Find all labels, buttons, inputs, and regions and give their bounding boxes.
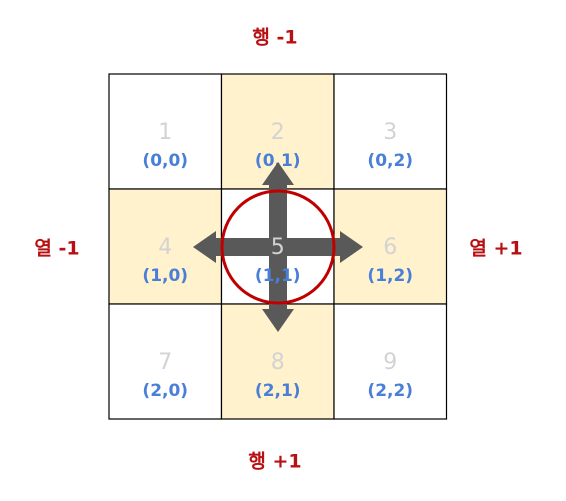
cell-coord-5: (1,1): [255, 266, 301, 286]
cell-coord-7: (2,0): [142, 381, 188, 401]
center-cell-text: 5 (1,1): [255, 235, 301, 286]
col-plus-label: 열 +1: [469, 237, 523, 260]
cell-number-5: 5: [271, 235, 285, 260]
arrow-down-icon: [262, 247, 294, 332]
row-plus-label: 행 +1: [248, 450, 302, 473]
cell-number-8: 8: [271, 350, 285, 375]
cell-coord-8: (2,1): [255, 381, 301, 401]
grid-cell-9: [333, 303, 448, 420]
cell-coord-3: (0,2): [367, 151, 413, 171]
cell-number-2: 2: [271, 120, 285, 145]
center-circle: [220, 189, 336, 305]
grid-cell-3: [333, 73, 448, 190]
cell-coord-2: (0,1): [255, 151, 301, 171]
cell-number-3: 3: [383, 120, 397, 145]
arrow-up-icon: [262, 162, 294, 247]
cell-coord-1: (0,0): [142, 151, 188, 171]
grid-cell-4: [108, 188, 223, 305]
cell-number-7: 7: [158, 350, 172, 375]
cell-number-4: 4: [158, 235, 172, 260]
cell-coord-9: (2,2): [367, 381, 413, 401]
cell-number-9: 9: [383, 350, 397, 375]
col-minus-label: 열 -1: [34, 237, 80, 260]
grid-cell-7: [108, 303, 223, 420]
arrow-left-icon: [193, 231, 278, 263]
direction-arrows: [193, 162, 363, 332]
cell-number-1: 1: [158, 120, 172, 145]
cell-coord-6: (1,2): [367, 266, 413, 286]
arrow-right-icon: [278, 231, 363, 263]
row-minus-label: 행 -1: [252, 26, 298, 49]
cell-number-6: 6: [383, 235, 397, 260]
cell-coord-4: (1,0): [142, 266, 188, 286]
